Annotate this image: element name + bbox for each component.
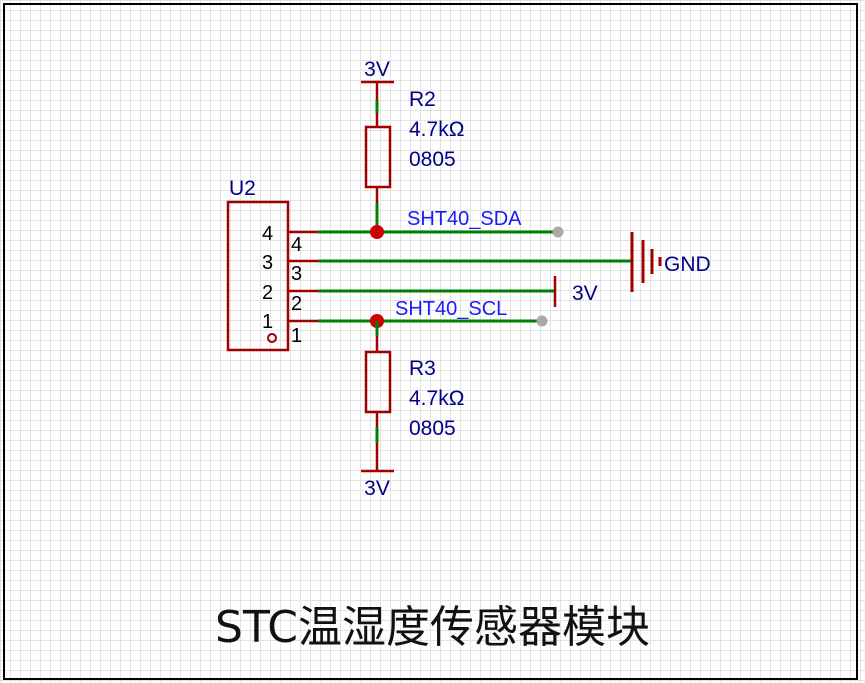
net-endpoint-scl <box>536 315 548 327</box>
power-3v-top[interactable]: 3V <box>361 58 394 100</box>
pin1-marker <box>267 333 277 343</box>
resistor-r2[interactable] <box>364 100 392 232</box>
net-label-scl[interactable]: SHT40_SCL <box>395 298 507 320</box>
net-label-sda[interactable]: SHT40_SDA <box>407 208 522 230</box>
r2-ref: R2 <box>409 88 436 111</box>
gnd-symbol[interactable] <box>630 232 662 292</box>
sheet-frame <box>3 3 858 680</box>
resistor-r3[interactable] <box>364 321 392 443</box>
r3-package: 0805 <box>409 417 456 440</box>
r3-value: 4.7kΩ <box>409 387 464 410</box>
u2-body <box>226 200 290 352</box>
u2-pin-number-3: 3 <box>291 263 302 285</box>
net-endpoint-sda <box>552 226 564 238</box>
u2-pin-name-2: 2 <box>262 282 273 304</box>
power-3v-bottom-label: 3V <box>364 477 390 500</box>
u2-pin-number-1: 1 <box>291 325 302 347</box>
u2-pin-number-4: 4 <box>291 234 302 256</box>
connector-u2[interactable] <box>226 200 318 352</box>
u2-pin-name-1: 1 <box>262 311 273 333</box>
u2-ref: U2 <box>229 177 256 200</box>
u2-pin-name-4: 4 <box>262 223 273 245</box>
gnd-label: GND <box>664 253 711 276</box>
r3-body <box>364 350 392 414</box>
junction-dot-sda <box>370 225 384 239</box>
u2-pin-name-3: 3 <box>262 252 273 274</box>
power-3v-top-label: 3V <box>364 58 390 81</box>
r3-ref: R3 <box>409 357 436 380</box>
power-3v-mid-label: 3V <box>572 282 598 305</box>
r2-package: 0805 <box>409 148 456 171</box>
r2-body <box>364 125 392 189</box>
r2-value: 4.7kΩ <box>409 118 464 141</box>
u2-pin-number-2: 2 <box>291 293 302 315</box>
power-3v-bottom[interactable] <box>361 443 394 473</box>
sheet-title: STC温湿度传感器模块 <box>215 602 650 653</box>
